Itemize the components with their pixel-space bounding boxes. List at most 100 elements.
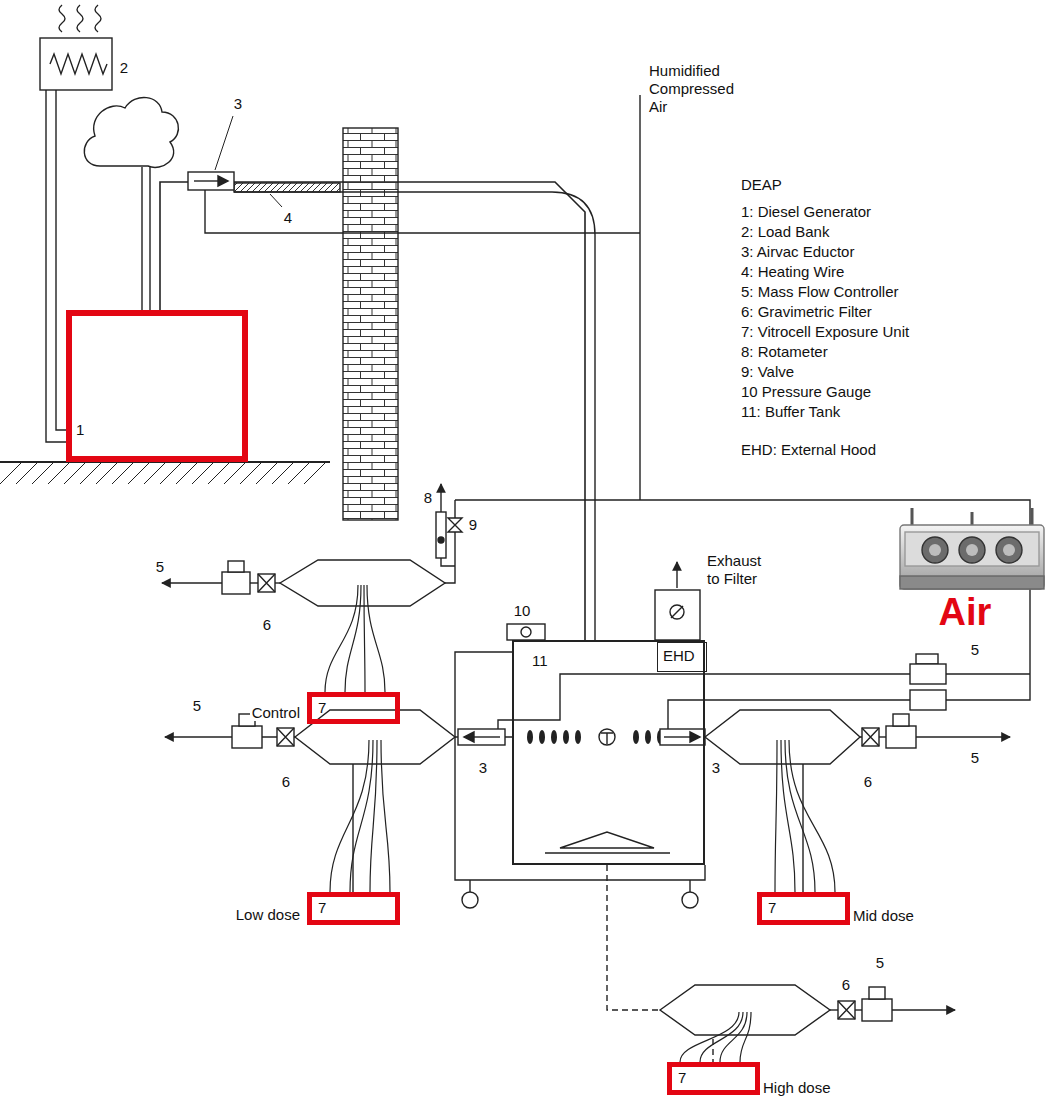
callout-number: 5: [875, 954, 885, 972]
key-entry: 5: Mass Flow Controller: [740, 283, 900, 301]
sample-pipe: [607, 865, 713, 1062]
eductor-arrow: [194, 180, 218, 181]
photo-well: [966, 544, 978, 556]
key-entry: 7: Vitrocell Exposure Unit: [740, 323, 910, 341]
flow-controller: [232, 726, 262, 748]
callout-number: 7: [768, 899, 776, 916]
dose-label: Control: [250, 704, 302, 721]
leader-line: [215, 116, 282, 207]
key-entry: 3: Airvac Eductor: [740, 243, 855, 261]
photo-well: [1003, 544, 1015, 556]
flow-controller: [222, 572, 250, 594]
photo-caption: Air: [938, 591, 993, 633]
filter-symbol: [838, 1001, 855, 1019]
hood-label: EHD: [663, 647, 695, 664]
flow-controller: [916, 654, 938, 664]
eductor-arrow: [474, 736, 500, 737]
callout-number: 1: [76, 421, 84, 438]
callout-number: 7: [318, 899, 326, 916]
flow-controller: [228, 561, 244, 572]
filter-symbol: [277, 728, 294, 746]
callout-number: 4: [283, 209, 293, 227]
callout-number: 10: [513, 602, 532, 620]
exposure-unit-box: Low dose7: [307, 892, 400, 925]
plenum-cone: [660, 985, 830, 1035]
photo-well: [996, 537, 1022, 563]
power-wire: [46, 90, 66, 442]
plenum-cone: [280, 560, 445, 606]
filter-symbol: [277, 728, 294, 746]
wheel: [682, 892, 698, 908]
flow-controller: [910, 664, 946, 684]
supply-label: Humidified Compressed Air: [648, 62, 735, 116]
flow-arrow: [440, 484, 441, 512]
photo-well: [929, 544, 941, 556]
heat-waves: [59, 5, 101, 32]
buffer-tank-box: EHD11: [512, 640, 705, 865]
key-entry: 9: Valve: [740, 363, 795, 381]
callout-number: 7: [318, 699, 326, 716]
callout-number: 5: [155, 558, 165, 576]
sample-line: [830, 1009, 862, 1010]
eductor: [188, 172, 234, 190]
dose-label: Low dose: [234, 906, 302, 923]
plenum-cone: [705, 710, 860, 764]
sample-pipe: [705, 737, 803, 892]
key-entry: 2: Load Bank: [740, 223, 830, 241]
sample-pipe: [353, 737, 512, 892]
eductor: [458, 729, 505, 745]
callout-number: 3: [711, 759, 721, 777]
sample-pipe: [160, 182, 585, 640]
flow-arrow: [916, 736, 1010, 737]
dose-label: High dose: [761, 1079, 833, 1096]
external-hood-box: EHD: [657, 642, 707, 672]
key-entry: EHD: External Hood: [740, 441, 877, 459]
key-entry: 11: Buffer Tank: [740, 403, 841, 421]
flow-arrow: [162, 582, 222, 583]
flow-arrow: [892, 1009, 955, 1010]
callout-number: 6: [281, 773, 291, 791]
flow-arrow: [165, 736, 232, 737]
rotameter-tube: [436, 512, 446, 558]
callout-number: 6: [841, 976, 851, 994]
plenum-cone: [295, 710, 455, 764]
callout-number: 5: [970, 749, 980, 767]
key-entry: 4: Heating Wire: [740, 263, 845, 281]
key-entry: 6: Gravimetric Filter: [740, 303, 873, 321]
exhaust-label: Exhaust to Filter: [706, 552, 762, 588]
flow-controller: [910, 690, 946, 710]
flow-controller: [862, 999, 892, 1021]
photo-body: [900, 525, 1044, 589]
filter-symbol: [838, 1001, 855, 1019]
flow-controller: [869, 987, 885, 999]
load-coil: [50, 54, 107, 74]
sample-tubes: [330, 740, 390, 892]
sample-pipe-wall: [234, 192, 595, 640]
photo-well: [922, 537, 948, 563]
exhaust-pipe: [142, 167, 150, 310]
dose-label: Mid dose: [851, 907, 916, 924]
generator-box: 1: [66, 310, 248, 462]
valve-symbol: [448, 518, 462, 532]
exhaust-stack: [655, 590, 700, 640]
mixing-fan: [599, 729, 615, 745]
flow-arrow: [676, 562, 677, 588]
callout-number: 3: [478, 759, 488, 777]
callout-number: 5: [192, 697, 202, 715]
eductor-arrow: [664, 736, 690, 737]
key-entry: 8: Rotameter: [740, 343, 829, 361]
callout-number: 7: [678, 1069, 686, 1086]
mixing-fan: [601, 733, 613, 744]
rotameter-float: [438, 537, 444, 543]
eductor-arrow: [218, 176, 228, 186]
air-line: [455, 500, 1030, 700]
flow-controller: [893, 714, 909, 726]
exposure-unit-box: 7High dose: [667, 1062, 760, 1095]
callout-number: 3: [233, 95, 243, 113]
photo-plate: [905, 532, 1039, 566]
sample-line: [250, 582, 280, 583]
load-bank: [40, 38, 112, 90]
